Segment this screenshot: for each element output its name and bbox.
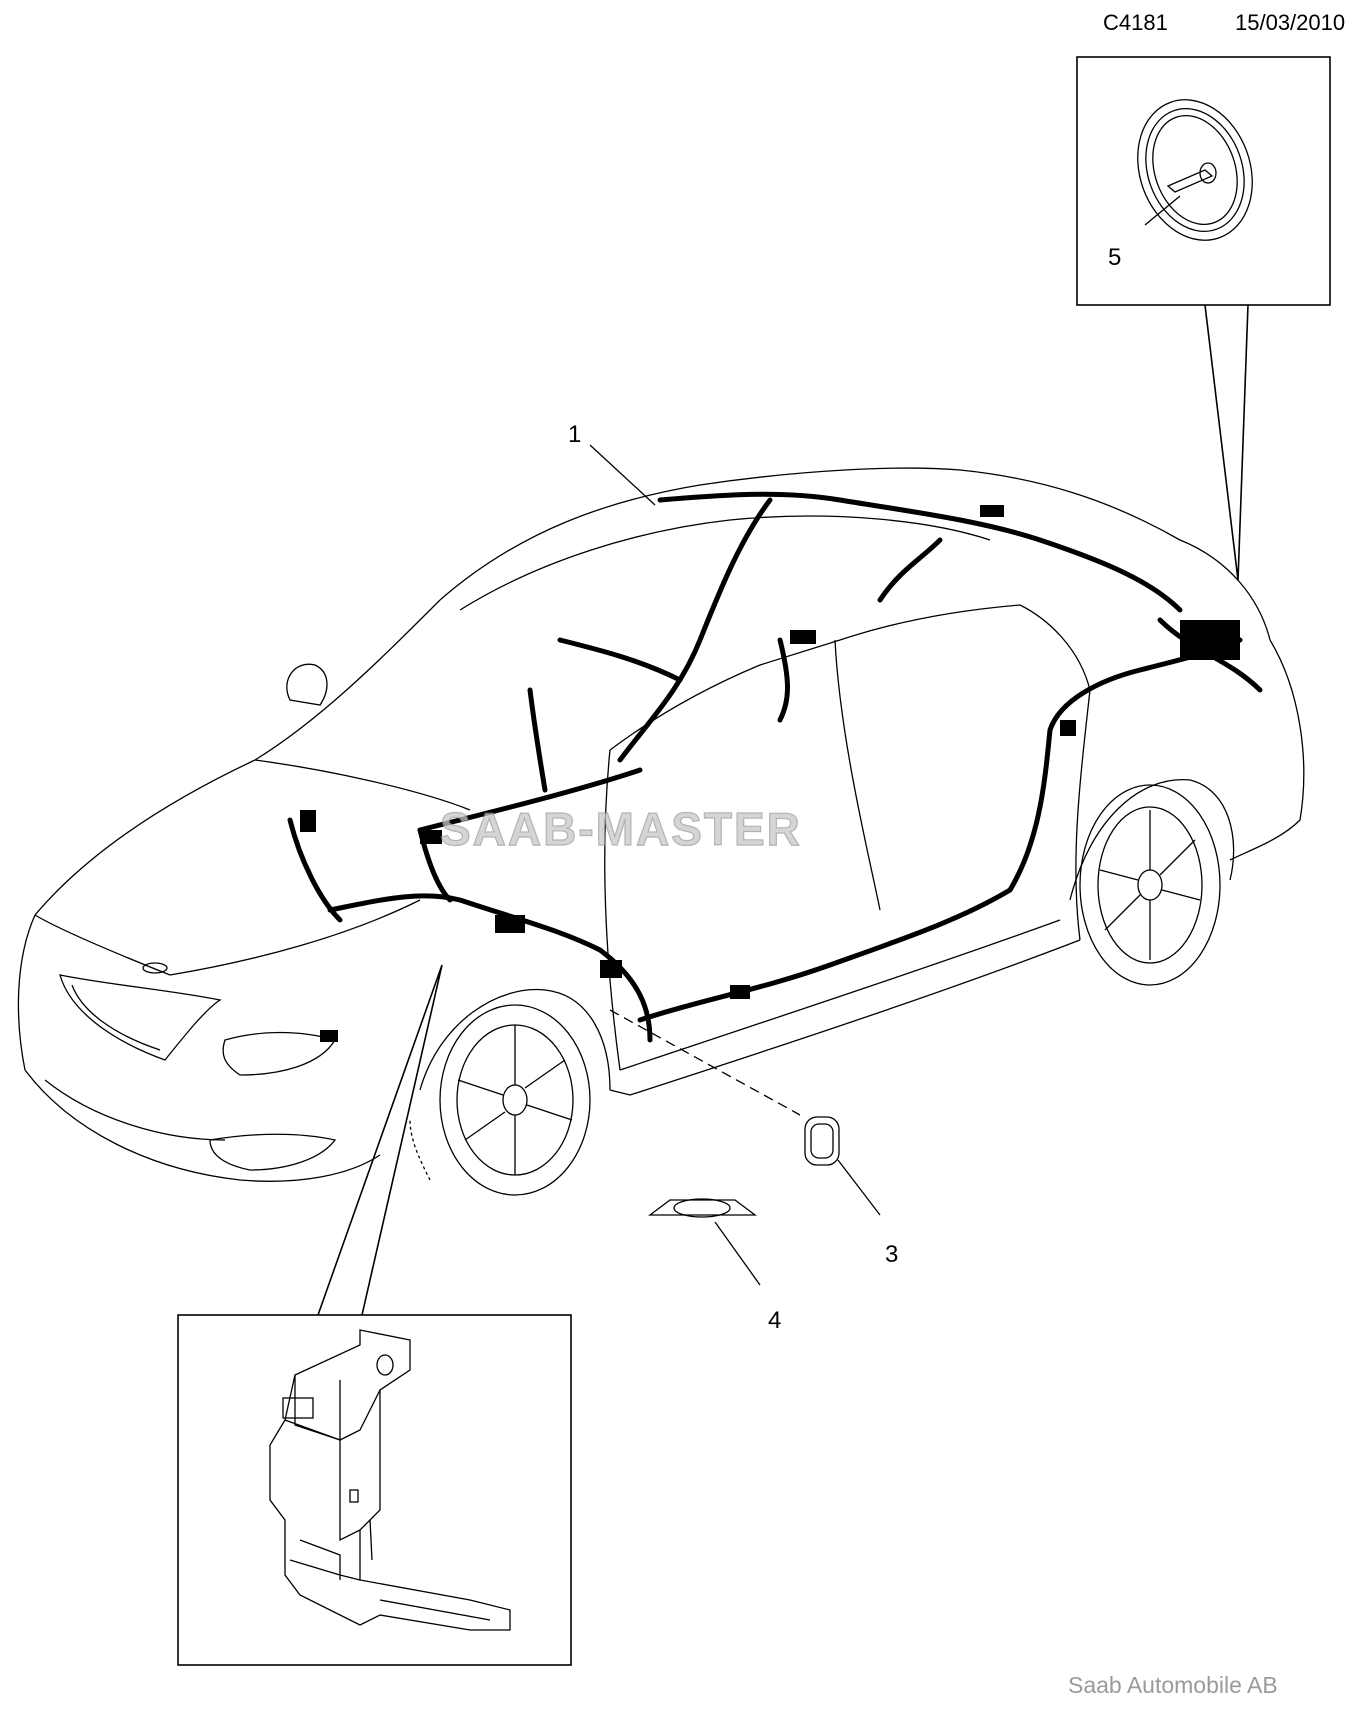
callout-1-leader — [589, 444, 656, 506]
part-3-grommet — [804, 1116, 840, 1166]
callout-4-leader — [714, 1221, 761, 1286]
copyright-footer: Saab Automobile AB — [1068, 1672, 1278, 1698]
part-3-dash-leader — [609, 1009, 801, 1116]
watermark-text: SAAB-MASTER — [440, 803, 802, 855]
part-5-grommet — [1137, 99, 1253, 241]
diagram-date: 15/03/2010 — [1235, 10, 1346, 35]
detail-pointer-bracket — [317, 964, 443, 1316]
detail-box-bracket — [177, 1314, 572, 1666]
harness-connectors — [300, 505, 1240, 1042]
car-body-outline — [17, 467, 1305, 1196]
callout-5-leader — [1144, 195, 1181, 226]
callout-3-leader — [837, 1159, 881, 1216]
diagram-code: C4181 — [1103, 10, 1168, 35]
callout-5-label: 5 — [1108, 244, 1121, 271]
callout-3-label: 3 — [885, 1241, 898, 1268]
detail-pointer-part-5 — [1204, 304, 1249, 581]
callout-1-label: 1 — [568, 421, 581, 448]
part-4-pad — [648, 1198, 757, 1218]
wiring-harness — [287, 491, 1263, 1043]
callout-4-label: 4 — [768, 1307, 781, 1334]
bracket-part — [269, 1329, 511, 1631]
